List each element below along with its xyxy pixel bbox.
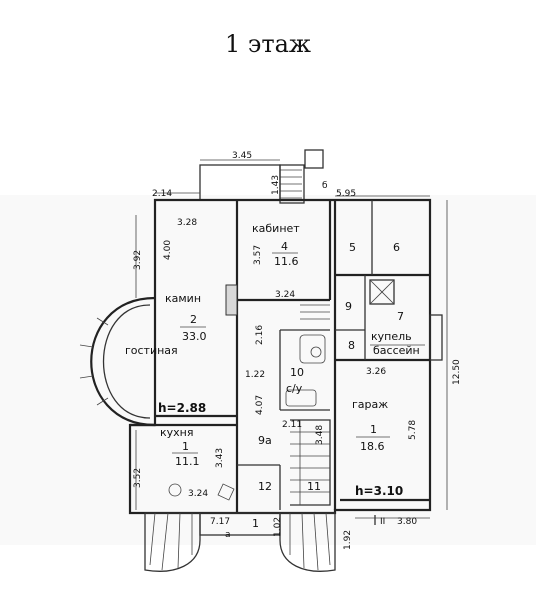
inner-stairs	[290, 419, 331, 506]
height-house: h=2.88	[158, 401, 206, 415]
bay-wall-inner	[102, 304, 151, 419]
room-kuhnya-area: 11.1	[175, 455, 200, 468]
dim-1-22: 1.22	[245, 370, 265, 380]
room-su-name: с/у	[286, 382, 303, 395]
dim-3-24-a: 3.24	[275, 290, 295, 300]
dim-3-80: 3.80	[397, 517, 417, 527]
dim-2-14: 2.14	[152, 189, 172, 199]
dim-1-43: 1.43	[271, 175, 281, 195]
bottom-stairs-left	[144, 512, 201, 572]
dim-3-52: 3.52	[133, 468, 143, 488]
stairs-9	[300, 304, 330, 320]
dim-5-95: 5.95	[336, 189, 356, 199]
room-9a-number: 9а	[258, 434, 272, 447]
dim-7-17: 7.17	[210, 517, 230, 527]
room-8-number: 8	[348, 339, 355, 352]
dim-5-78: 5.78	[408, 420, 418, 440]
room-garazh-number: 1	[370, 423, 377, 436]
bathtub-icon	[285, 389, 317, 407]
dim-3-43: 3.43	[215, 448, 225, 468]
stove-icon	[168, 483, 182, 497]
height-garage: h=3.10	[355, 484, 403, 498]
page-title: 1 этаж	[224, 30, 311, 58]
room-9-number: 9	[345, 300, 352, 313]
toilet-icon	[310, 346, 322, 358]
dim-II: II	[380, 517, 385, 527]
room-gostinaya-name: гостиная	[125, 344, 178, 357]
room-12-number: 12	[258, 480, 272, 493]
top-stairs	[279, 164, 305, 204]
room-kamin-name: камин	[165, 292, 201, 305]
room-kabinet-area: 11.6	[274, 255, 299, 268]
room-kabinet-number: 4	[281, 240, 288, 253]
room-garazh-name: гараж	[352, 398, 388, 411]
dim-3-26: 3.26	[366, 367, 386, 377]
dim-1-02: 1.02	[273, 517, 283, 537]
dim-4-00: 4.00	[163, 240, 173, 260]
room-kabinet-name: кабинет	[252, 222, 300, 235]
dim-3-45: 3.45	[232, 151, 252, 161]
room-11-number: 11	[307, 480, 321, 493]
dim-3-28: 3.28	[177, 218, 197, 228]
room-gostinaya-area: 33.0	[182, 330, 207, 343]
dim-b: б	[322, 181, 328, 191]
dim-3-48: 3.48	[315, 425, 325, 445]
dimension-lines	[135, 159, 448, 519]
dim-3-24-b: 3.24	[188, 489, 208, 499]
room-7-number: 7	[397, 310, 404, 323]
bottom-stairs-right	[279, 512, 336, 572]
shaft-box	[369, 279, 395, 305]
bay-wall-outer	[90, 296, 156, 427]
dim-4-07: 4.07	[255, 395, 265, 415]
room-6-number: 6	[393, 241, 400, 254]
dim-a: а	[225, 530, 231, 540]
sink-icon	[217, 483, 235, 501]
dim-12-50: 12.50	[452, 359, 462, 385]
top-porch-post	[304, 149, 324, 169]
top-porch	[199, 164, 281, 201]
room-10-number: 10	[290, 366, 304, 379]
fireplace	[225, 284, 238, 316]
room-kupel-name: купель	[371, 330, 412, 343]
room-gostinaya-number: 2	[190, 313, 197, 326]
dim-3-92: 3.92	[133, 250, 143, 270]
room-garazh-area: 18.6	[360, 440, 385, 453]
bath-fixture	[299, 334, 326, 364]
dim-3-57: 3.57	[253, 245, 263, 265]
room-1-entry-number: 1	[252, 517, 259, 530]
bay-windows	[79, 317, 109, 406]
right-buttress	[429, 314, 443, 361]
room-kuhnya-number: 1	[182, 440, 189, 453]
room-5-number: 5	[349, 241, 356, 254]
room-kuhnya-name: кухня	[160, 426, 193, 439]
room-basseyn-name: бассейн	[373, 344, 420, 357]
dim-2-11: 2.11	[282, 420, 302, 430]
dim-1-92: 1.92	[343, 530, 353, 550]
dim-2-16: 2.16	[255, 325, 265, 345]
entry-platform	[199, 512, 281, 536]
